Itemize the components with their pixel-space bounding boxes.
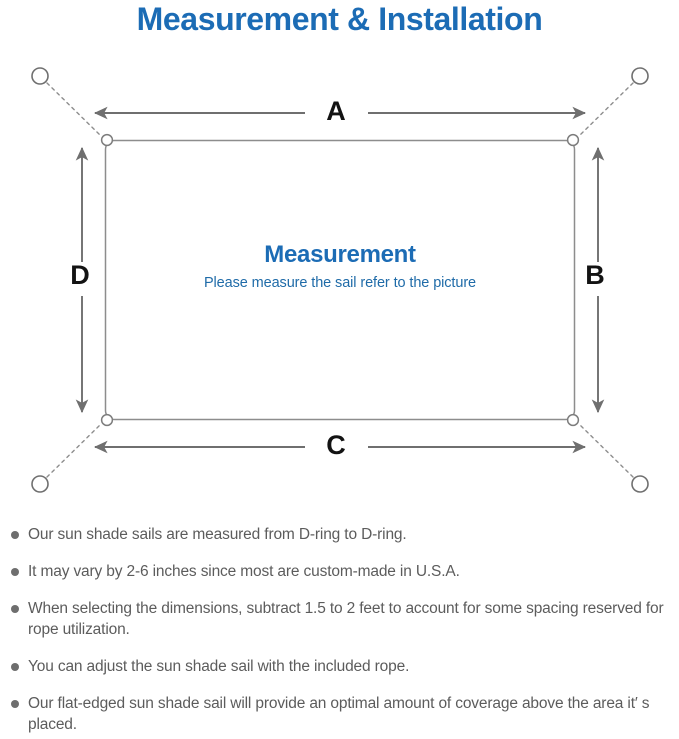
note-text: Our sun shade sails are measured from D-… [28,526,407,543]
dimension-label-a: A [326,96,346,126]
anchor-bottom-right-icon [631,475,649,493]
bullet-icon [11,700,19,708]
shade-sail-measurement-diagram [31,67,649,493]
bullet-icon [11,531,19,539]
shade-sail-body [104,139,576,421]
d-ring-bottom-left-icon [100,413,114,427]
d-ring-bottom-right-icon [566,413,580,427]
d-rings [100,133,580,427]
dimension-label-c: C [326,430,346,460]
anchor-bottom-left-icon [31,475,49,493]
anchor-top-right-icon [631,67,649,85]
list-item: You can adjust the sun shade sail with t… [0,656,679,677]
bullet-icon [11,605,19,613]
note-text: When selecting the dimensions, subtract … [28,600,664,638]
list-item: When selecting the dimensions, subtract … [0,598,679,640]
rope-top-left [46,82,102,137]
bullet-icon [11,568,19,576]
list-item: It may vary by 2-6 inches since most are… [0,561,679,582]
page-title: Measurement & Installation [136,1,543,37]
d-ring-top-right-icon [566,133,580,147]
d-ring-top-left-icon [100,133,114,147]
note-text: It may vary by 2-6 inches since most are… [28,563,460,580]
list-item: Our sun shade sails are measured from D-… [0,524,679,545]
rope-bottom-right [578,423,634,478]
note-text: You can adjust the sun shade sail with t… [28,658,410,675]
anchor-points [31,67,649,493]
list-item: Our flat-edged sun shade sail will provi… [0,693,679,735]
anchor-top-left-icon [31,67,49,85]
bullet-icon [11,663,19,671]
rope-top-right [578,82,634,137]
dimension-label-d: D [70,260,90,290]
notes-list: Our sun shade sails are measured from D-… [0,524,679,735]
dimension-label-b: B [585,260,605,290]
rope-bottom-left [46,423,102,478]
note-text: Our flat-edged sun shade sail will provi… [28,695,650,733]
rope-lines [46,82,634,478]
